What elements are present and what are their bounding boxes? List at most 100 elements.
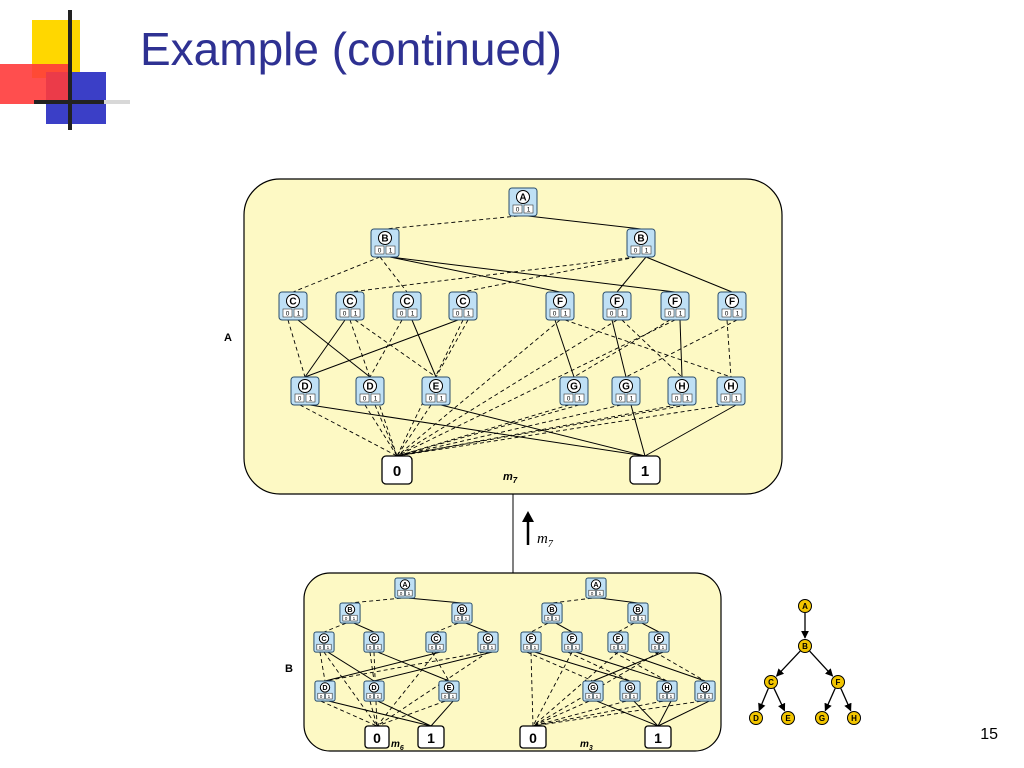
svg-text:B: B xyxy=(635,605,640,614)
svg-text:0: 0 xyxy=(369,645,372,650)
svg-text:0: 0 xyxy=(675,395,679,402)
svg-text:0: 0 xyxy=(343,310,347,317)
tree-edge xyxy=(775,650,801,677)
edge xyxy=(532,700,702,727)
tree-node-c: C xyxy=(764,675,778,689)
edge xyxy=(377,700,432,727)
tree-edge xyxy=(840,688,852,712)
edge xyxy=(374,404,398,457)
edge xyxy=(564,319,732,378)
edge xyxy=(530,622,549,633)
edge xyxy=(287,319,306,378)
svg-text:0: 0 xyxy=(591,591,594,596)
panel-a xyxy=(243,178,783,495)
edge xyxy=(567,651,631,682)
edge xyxy=(304,319,346,378)
svg-text:F: F xyxy=(614,297,620,308)
tree-edge xyxy=(758,688,769,712)
terminal-zero: 0 xyxy=(381,455,413,485)
tree-node-h: H xyxy=(847,711,861,725)
svg-text:1: 1 xyxy=(564,310,568,317)
svg-text:F: F xyxy=(529,634,534,643)
svg-text:B: B xyxy=(549,605,554,614)
edge xyxy=(376,651,437,727)
svg-text:B: B xyxy=(637,234,644,245)
panel-a-label: A xyxy=(224,332,232,344)
edge xyxy=(596,700,659,727)
svg-text:1: 1 xyxy=(440,395,444,402)
svg-text:H: H xyxy=(678,382,685,393)
edge xyxy=(319,652,326,682)
edge xyxy=(654,651,706,682)
edge xyxy=(376,651,489,727)
svg-text:1: 1 xyxy=(578,395,582,402)
edge xyxy=(621,651,706,682)
svg-text:B: B xyxy=(381,234,388,245)
svg-text:1: 1 xyxy=(465,616,468,621)
edge xyxy=(599,597,639,604)
svg-text:1: 1 xyxy=(297,310,301,317)
edge xyxy=(320,700,378,727)
edge xyxy=(369,319,403,378)
svg-text:1: 1 xyxy=(534,645,537,650)
edge xyxy=(364,404,398,457)
panel-a-manager: m7 xyxy=(503,471,518,485)
edge xyxy=(575,651,668,682)
edge xyxy=(349,256,637,293)
svg-text:0: 0 xyxy=(456,310,460,317)
up-arrow-icon xyxy=(522,511,534,545)
edge xyxy=(396,404,688,457)
svg-text:C: C xyxy=(289,297,296,308)
edge xyxy=(297,319,371,378)
svg-text:0: 0 xyxy=(613,645,616,650)
svg-text:0: 0 xyxy=(662,694,665,699)
svg-text:C: C xyxy=(321,634,326,643)
svg-text:0: 0 xyxy=(725,310,729,317)
tree-edge xyxy=(809,650,834,677)
edge xyxy=(396,404,432,457)
edge xyxy=(657,700,672,727)
svg-text:0: 0 xyxy=(373,730,381,746)
svg-text:1: 1 xyxy=(599,591,602,596)
edge xyxy=(324,651,485,682)
svg-text:0: 0 xyxy=(610,310,614,317)
edge xyxy=(435,622,459,633)
svg-text:F: F xyxy=(729,297,735,308)
tree-node-a: A xyxy=(798,599,812,613)
svg-text:C: C xyxy=(371,634,376,643)
svg-text:D: D xyxy=(322,683,327,692)
panel-a-edges xyxy=(287,215,738,457)
svg-text:0: 0 xyxy=(444,694,447,699)
svg-text:B: B xyxy=(802,642,808,651)
svg-text:1: 1 xyxy=(328,694,331,699)
svg-text:H: H xyxy=(851,714,857,723)
edge xyxy=(396,319,561,457)
edge xyxy=(573,319,671,378)
svg-text:G: G xyxy=(570,382,578,393)
svg-text:0: 0 xyxy=(400,310,404,317)
edge xyxy=(396,404,570,457)
edge xyxy=(726,319,732,378)
svg-text:0: 0 xyxy=(529,730,537,746)
svg-text:0: 0 xyxy=(378,247,382,254)
edge xyxy=(617,622,635,633)
svg-text:1: 1 xyxy=(596,694,599,699)
svg-text:0: 0 xyxy=(633,616,636,621)
edge xyxy=(292,256,381,293)
svg-text:1: 1 xyxy=(439,645,442,650)
